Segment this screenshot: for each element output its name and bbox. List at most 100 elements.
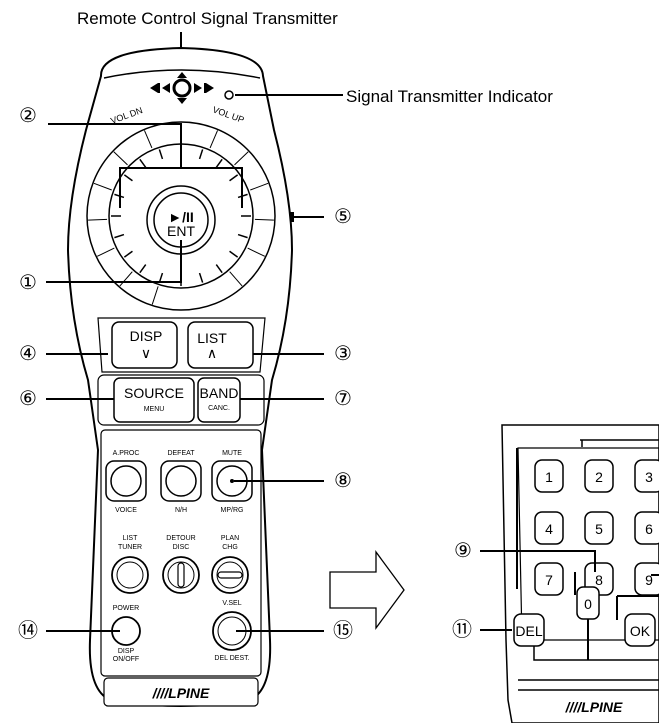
disp-button[interactable] bbox=[111, 321, 178, 369]
disp-label: DISP bbox=[130, 328, 163, 344]
ring-segment bbox=[143, 130, 153, 149]
detour-disc-button-inner bbox=[167, 561, 195, 589]
aproc-button-face bbox=[110, 465, 142, 497]
disp-sub: ∨ bbox=[141, 345, 151, 361]
ring-segment bbox=[234, 151, 249, 166]
list-tuner-button-inner bbox=[116, 561, 144, 589]
key-2[interactable] bbox=[584, 459, 614, 493]
callout-3: ③ bbox=[334, 343, 352, 365]
key-9-label: 9 bbox=[645, 572, 653, 588]
defeat-label: DEFEAT bbox=[167, 450, 195, 457]
key-8-label: 8 bbox=[595, 572, 603, 588]
dial-tick bbox=[139, 158, 147, 168]
key-6[interactable] bbox=[634, 511, 659, 545]
vertical-bar-icon bbox=[177, 562, 185, 588]
plan-chg-button-inner bbox=[216, 561, 244, 589]
key-5[interactable] bbox=[584, 511, 614, 545]
key-4[interactable] bbox=[534, 511, 564, 545]
dial-tick bbox=[123, 250, 133, 258]
band-label: BAND bbox=[200, 385, 239, 401]
ring-segment bbox=[96, 247, 115, 257]
key-3-label: 3 bbox=[645, 469, 653, 485]
ring-segment bbox=[229, 271, 243, 287]
source-sub: MENU bbox=[144, 406, 165, 413]
dial-tick bbox=[215, 264, 223, 274]
callout-9: ⑨ bbox=[454, 540, 472, 562]
callout-11: ⑪ bbox=[452, 618, 472, 641]
key-6-label: 6 bbox=[645, 521, 653, 537]
power-sub-2: ON/OFF bbox=[113, 656, 139, 663]
callout-1: ① bbox=[19, 272, 37, 294]
ring-segment bbox=[93, 182, 112, 191]
power-sub-1: DISP bbox=[118, 648, 135, 655]
aproc-label: A.PROC bbox=[113, 450, 140, 457]
key-ok-label: OK bbox=[630, 623, 651, 639]
ring-segment bbox=[250, 182, 269, 191]
vsel-sub: DEL DEST. bbox=[214, 655, 249, 662]
side-button[interactable] bbox=[290, 212, 294, 222]
dial-tick bbox=[215, 158, 223, 168]
detour-label-1: DETOUR bbox=[166, 535, 195, 542]
keypad-brand-logo: ////LPINE bbox=[565, 699, 623, 715]
key-1-label: 1 bbox=[545, 469, 553, 485]
signal-indicator-led bbox=[224, 90, 234, 100]
dial-tick bbox=[237, 233, 248, 239]
callout-8: ⑧ bbox=[334, 470, 352, 492]
brand-logo: ////LPINE bbox=[152, 685, 210, 701]
mute-label: MUTE bbox=[222, 450, 242, 457]
callout-14: ⑭ bbox=[18, 619, 38, 642]
horizontal-bar-icon bbox=[217, 571, 243, 579]
list-button[interactable] bbox=[187, 321, 254, 369]
dial-tick bbox=[139, 264, 147, 274]
play-pause-icon: ►/II bbox=[168, 209, 194, 225]
top-ridge bbox=[103, 69, 261, 79]
key-4-label: 4 bbox=[545, 521, 553, 537]
source-label: SOURCE bbox=[124, 385, 184, 401]
ring-segment bbox=[151, 286, 159, 305]
key-ok[interactable] bbox=[624, 613, 656, 647]
power-label: POWER bbox=[113, 605, 139, 612]
voice-label: VOICE bbox=[115, 507, 137, 514]
indicator-label: Signal Transmitter Indicator bbox=[346, 87, 553, 106]
dial-tick bbox=[114, 233, 125, 239]
key-3[interactable] bbox=[634, 459, 659, 493]
volume-ring-outer bbox=[86, 121, 276, 311]
key-7-label: 7 bbox=[545, 572, 553, 588]
callout-7: ⑦ bbox=[334, 388, 352, 410]
callout-5: ⑤ bbox=[334, 206, 352, 228]
mute-dot-icon bbox=[230, 479, 234, 483]
arrow-right-icon bbox=[329, 550, 405, 630]
ring-segment bbox=[209, 130, 219, 149]
list-tuner-label-1: LIST bbox=[123, 535, 139, 542]
dial-tick bbox=[198, 149, 204, 160]
callout-2-bracket bbox=[119, 167, 243, 208]
list-sub: ∧ bbox=[207, 345, 217, 361]
ring-segment bbox=[113, 151, 128, 166]
ring-segment bbox=[254, 218, 274, 221]
defeat-button-face bbox=[165, 465, 197, 497]
dial-tick bbox=[123, 174, 133, 182]
lower-panel bbox=[100, 429, 262, 677]
nav-pad[interactable] bbox=[150, 72, 214, 104]
callout-2: ② bbox=[19, 105, 37, 127]
key-7[interactable] bbox=[534, 562, 564, 596]
brand-strip bbox=[103, 677, 259, 707]
key-del-label: DEL bbox=[515, 623, 542, 639]
key-2-label: 2 bbox=[595, 469, 603, 485]
list-tuner-label-2: TUNER bbox=[118, 544, 142, 551]
detour-label-2: DISC bbox=[173, 544, 190, 551]
nh-label: N/H bbox=[175, 507, 187, 514]
callout-2-leader bbox=[48, 123, 182, 168]
key-0-label: 0 bbox=[584, 596, 592, 612]
ring-segment bbox=[88, 218, 108, 221]
callout-6: ⑥ bbox=[19, 388, 37, 410]
plan-label-1: PLAN bbox=[221, 535, 239, 542]
callout-9-leader bbox=[480, 550, 596, 572]
key-1[interactable] bbox=[534, 459, 564, 493]
key-del[interactable] bbox=[513, 613, 545, 647]
callout-1-leader bbox=[46, 240, 182, 283]
dial-tick bbox=[229, 174, 239, 182]
mprg-label: MP/RG bbox=[221, 507, 244, 514]
ent-label: ENT bbox=[167, 223, 195, 239]
